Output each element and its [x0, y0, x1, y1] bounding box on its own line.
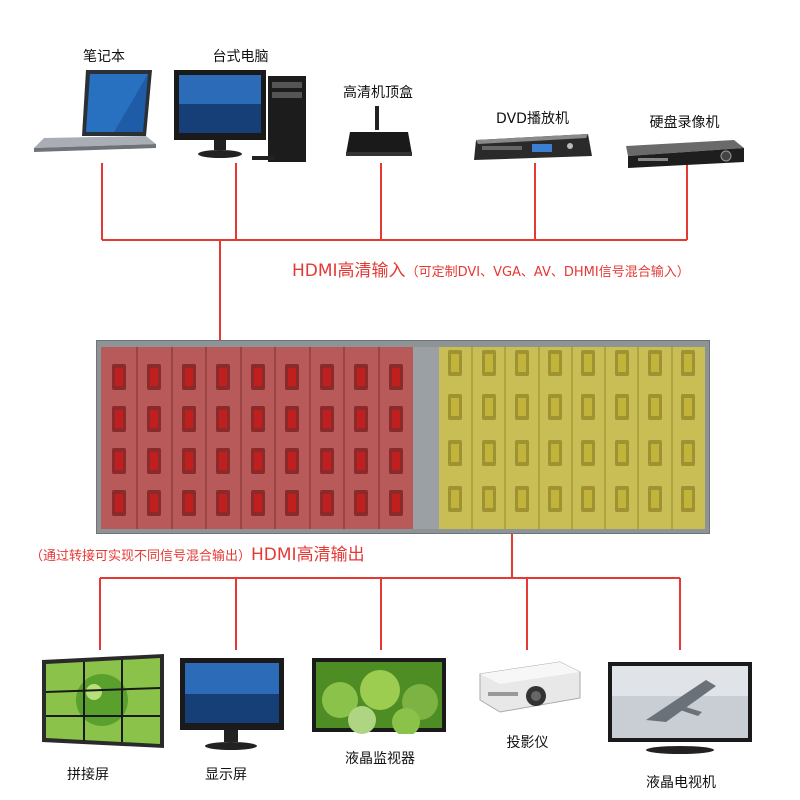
source-label: 笔记本 [83, 49, 125, 65]
output-projector: 投影仪 [470, 654, 585, 764]
matrix-cards [101, 347, 705, 529]
desktop-computer-icon [174, 70, 306, 162]
output-lcd-tv: 液晶电视机 [606, 660, 756, 795]
output-caption-main: HDMI高清输出 [251, 545, 365, 565]
output-cards [439, 347, 705, 529]
source-label: DVD播放机 [496, 111, 569, 127]
output-label: 投影仪 [506, 735, 549, 751]
laptop-icon [34, 70, 156, 152]
output-video-wall: 拼接屏 [38, 652, 168, 792]
dvd-player-icon [474, 134, 592, 160]
set-top-box-icon [346, 106, 412, 156]
hard-disk-recorder-icon [626, 140, 744, 168]
monitor-icon [180, 658, 284, 750]
source-set-top-box: 高清机顶盒 [318, 82, 438, 162]
output-label: 显示屏 [205, 767, 247, 783]
source-label: 高清机顶盒 [343, 85, 413, 101]
lcd-monitor-icon [312, 658, 446, 734]
input-caption: HDMI高清输入（可定制DVI、VGA、AV、DHMI信号混合输入） [292, 256, 690, 281]
lcd-tv-icon [608, 662, 752, 754]
output-monitor: 显示屏 [176, 656, 286, 786]
source-label: 硬盘录像机 [649, 115, 720, 131]
input-caption-main: HDMI高清输入 [292, 261, 406, 281]
source-laptop: 笔记本 [34, 40, 174, 165]
input-cards [101, 347, 413, 529]
output-caption: （通过转接可实现不同信号混合输出）HDMI高清输出 [30, 540, 365, 565]
source-desktop: 台式电脑 [168, 40, 313, 165]
source-dvd-player: DVD播放机 [470, 108, 595, 168]
source-label: 台式电脑 [212, 49, 269, 65]
output-label: 拼接屏 [67, 767, 109, 783]
source-recorder: 硬盘录像机 [622, 112, 747, 172]
output-caption-note: （通过转接可实现不同信号混合输出） [30, 549, 252, 564]
video-wall-icon [42, 654, 164, 748]
input-caption-note: （可定制DVI、VGA、AV、DHMI信号混合输入） [405, 265, 690, 280]
matrix-chassis [96, 340, 710, 534]
output-label: 液晶监视器 [345, 751, 415, 767]
output-label: 液晶电视机 [646, 775, 716, 791]
projector-icon [479, 661, 581, 713]
output-lcd-monitor: 液晶监视器 [310, 656, 450, 767]
